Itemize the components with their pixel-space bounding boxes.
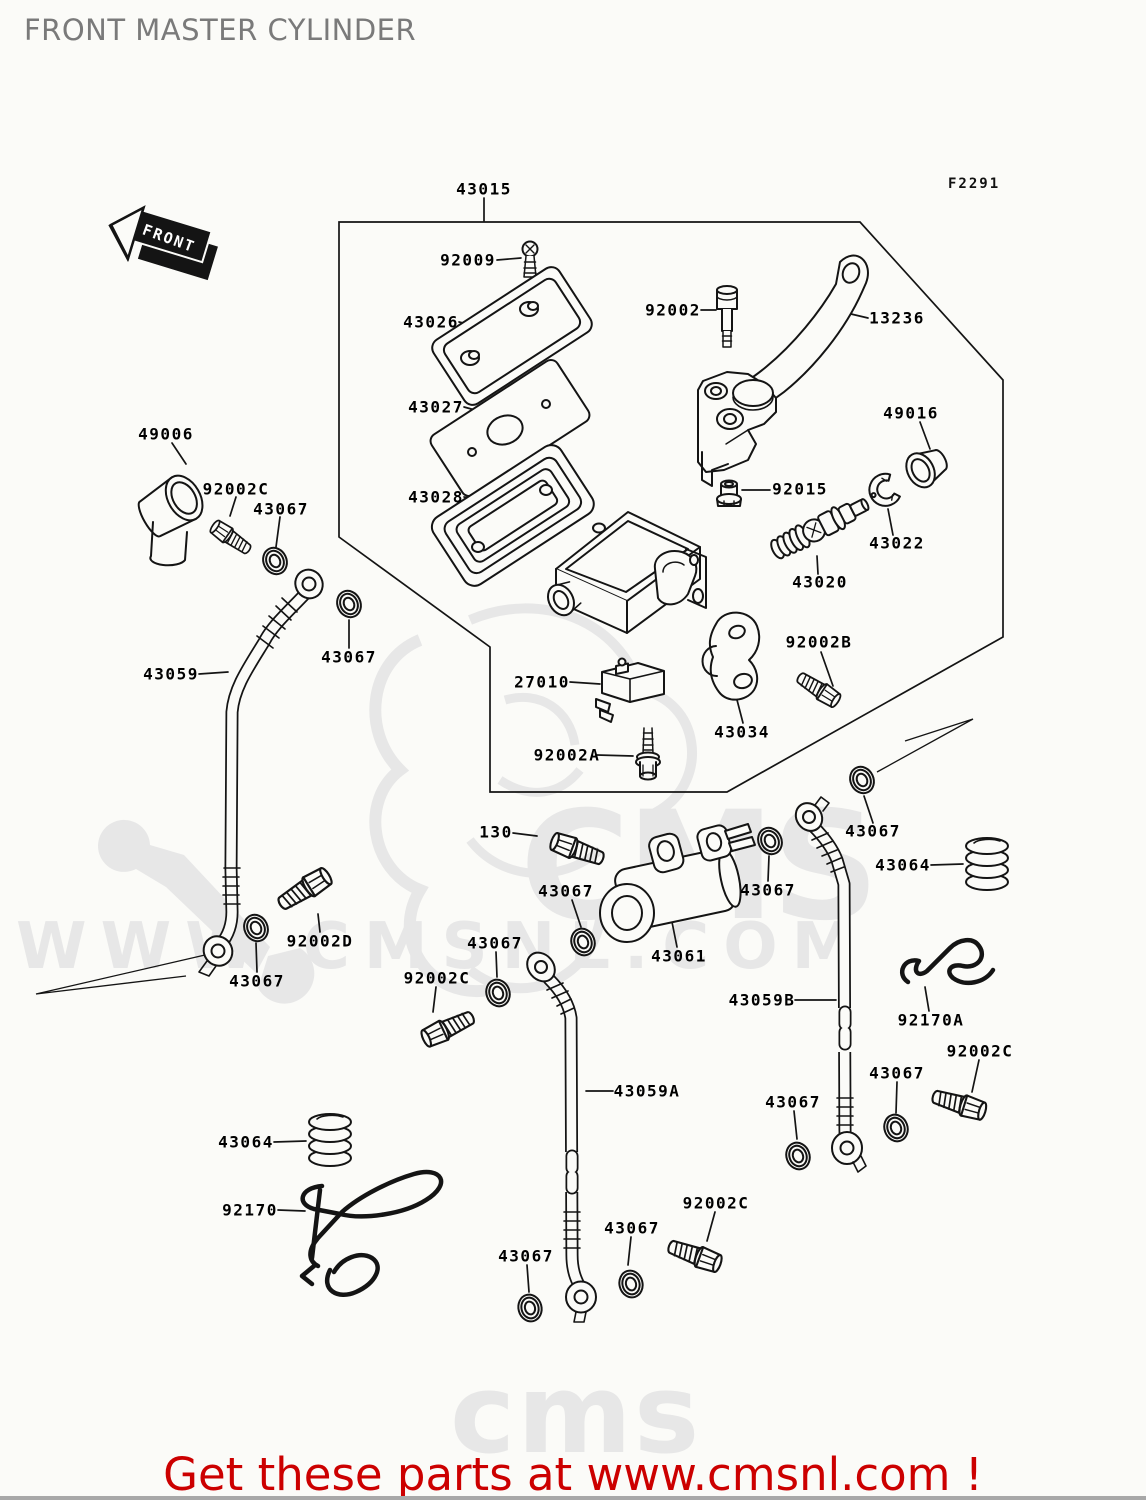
part-label-92002A: 92002A: [533, 745, 601, 765]
part-label-49006: 49006: [138, 424, 194, 444]
part-drawing-92170A-clip: [900, 938, 996, 986]
part-label-92002C: 92002C: [946, 1041, 1014, 1061]
part-label-13236: 13236: [869, 308, 925, 328]
part-label-43067: 43067: [740, 880, 796, 900]
part-label-43067: 43067: [498, 1246, 554, 1266]
part-label-43067: 43067: [538, 881, 594, 901]
part-label-130: 130: [479, 822, 513, 842]
part-drawing-92002-pivot-bolt: [716, 285, 738, 348]
part-label-43067: 43067: [321, 647, 377, 667]
part-drawing-49006-cap: [137, 474, 204, 567]
part-drawing-13236-lever: [697, 254, 869, 487]
front-direction-arrow: FRONT: [105, 201, 218, 281]
part-drawing-92002B-bolt: [792, 668, 844, 711]
part-label-43061: 43061: [651, 946, 707, 966]
part-label-92015: 92015: [772, 479, 828, 499]
part-drawing-43034-clamp: [701, 611, 761, 701]
connection-arrows: [35, 718, 974, 995]
part-label-92170A: 92170A: [897, 1010, 965, 1030]
bottom-edge-bar: [0, 1496, 1146, 1500]
part-label-92002D: 92002D: [286, 931, 354, 951]
cmsnl-promo-link[interactable]: Get these parts at www.cmsnl.com !: [163, 1448, 983, 1500]
part-label-27010: 27010: [514, 672, 570, 692]
assembly-boundary: [338, 221, 1004, 793]
watermark-bottom-text: cms: [450, 1350, 701, 1478]
part-drawing-92015-nut: [716, 479, 742, 507]
page-title: FRONT MASTER CYLINDER: [24, 13, 417, 47]
part-label-43067: 43067: [765, 1092, 821, 1112]
part-label-92002C: 92002C: [403, 968, 471, 988]
watermark-url-text: WWW.CMSNL.COM: [16, 910, 869, 984]
part-drawing-43059B-hose: [794, 796, 867, 1173]
part-drawing-92002D-bolt: [273, 864, 336, 916]
part-label-43059A: 43059A: [613, 1081, 681, 1101]
part-drawing-43059A-hose: [526, 951, 597, 1323]
part-label-43067: 43067: [869, 1063, 925, 1083]
part-drawing-43059-hose: [198, 568, 324, 977]
part-label-43067: 43067: [845, 821, 901, 841]
part-drawing-92002A-bolt: [635, 727, 661, 781]
part-label-43067: 43067: [229, 971, 285, 991]
part-label-43064: 43064: [218, 1132, 274, 1152]
figure-code: F2291: [948, 176, 1001, 192]
part-drawing-92170-clip: [299, 1169, 444, 1297]
part-label-43026: 43026: [403, 312, 459, 332]
part-label-43022: 43022: [869, 533, 925, 553]
part-label-43067: 43067: [467, 933, 523, 953]
part-label-43059B: 43059B: [728, 990, 796, 1010]
part-label-43015: 43015: [456, 179, 512, 199]
part-label-43059: 43059: [143, 664, 199, 684]
part-label-43020: 43020: [792, 572, 848, 592]
part-label-43034: 43034: [714, 722, 770, 742]
part-label-43064: 43064: [875, 855, 931, 875]
part-label-43028: 43028: [408, 487, 464, 507]
part-drawing-92002C-bolt-right: [928, 1084, 990, 1124]
part-drawing-27010-switch: [595, 657, 665, 723]
part-drawing-92002C-bolt-bottom: [664, 1235, 725, 1276]
part-drawing-43022-eclip: [868, 472, 901, 507]
part-label-43067: 43067: [604, 1218, 660, 1238]
part-label-92002B: 92002B: [785, 632, 853, 652]
part-label-49016: 49016: [883, 403, 939, 423]
part-drawing-43061-cylinder: [599, 823, 756, 943]
part-label-92002C: 92002C: [202, 479, 270, 499]
part-drawing-49016-bushing: [905, 449, 948, 489]
part-label-92170: 92170: [222, 1200, 278, 1220]
part-drawing-92002C-bolt-center: [417, 1006, 479, 1051]
part-drawing-43026-cap: [431, 266, 593, 406]
part-drawing-92002C-bleeder-bolt: [207, 517, 255, 559]
part-label-92002C: 92002C: [682, 1193, 750, 1213]
part-label-43027: 43027: [408, 397, 464, 417]
part-drawing-43028-diaphragm: [430, 444, 595, 587]
part-label-92009: 92009: [440, 250, 496, 270]
part-drawing-master-cylinder-body: [547, 511, 707, 634]
part-label-92002: 92002: [645, 300, 701, 320]
part-drawing-43020-piston-set: [770, 498, 870, 560]
part-drawing-92009-screw: [521, 240, 539, 278]
part-label-43067: 43067: [253, 499, 309, 519]
